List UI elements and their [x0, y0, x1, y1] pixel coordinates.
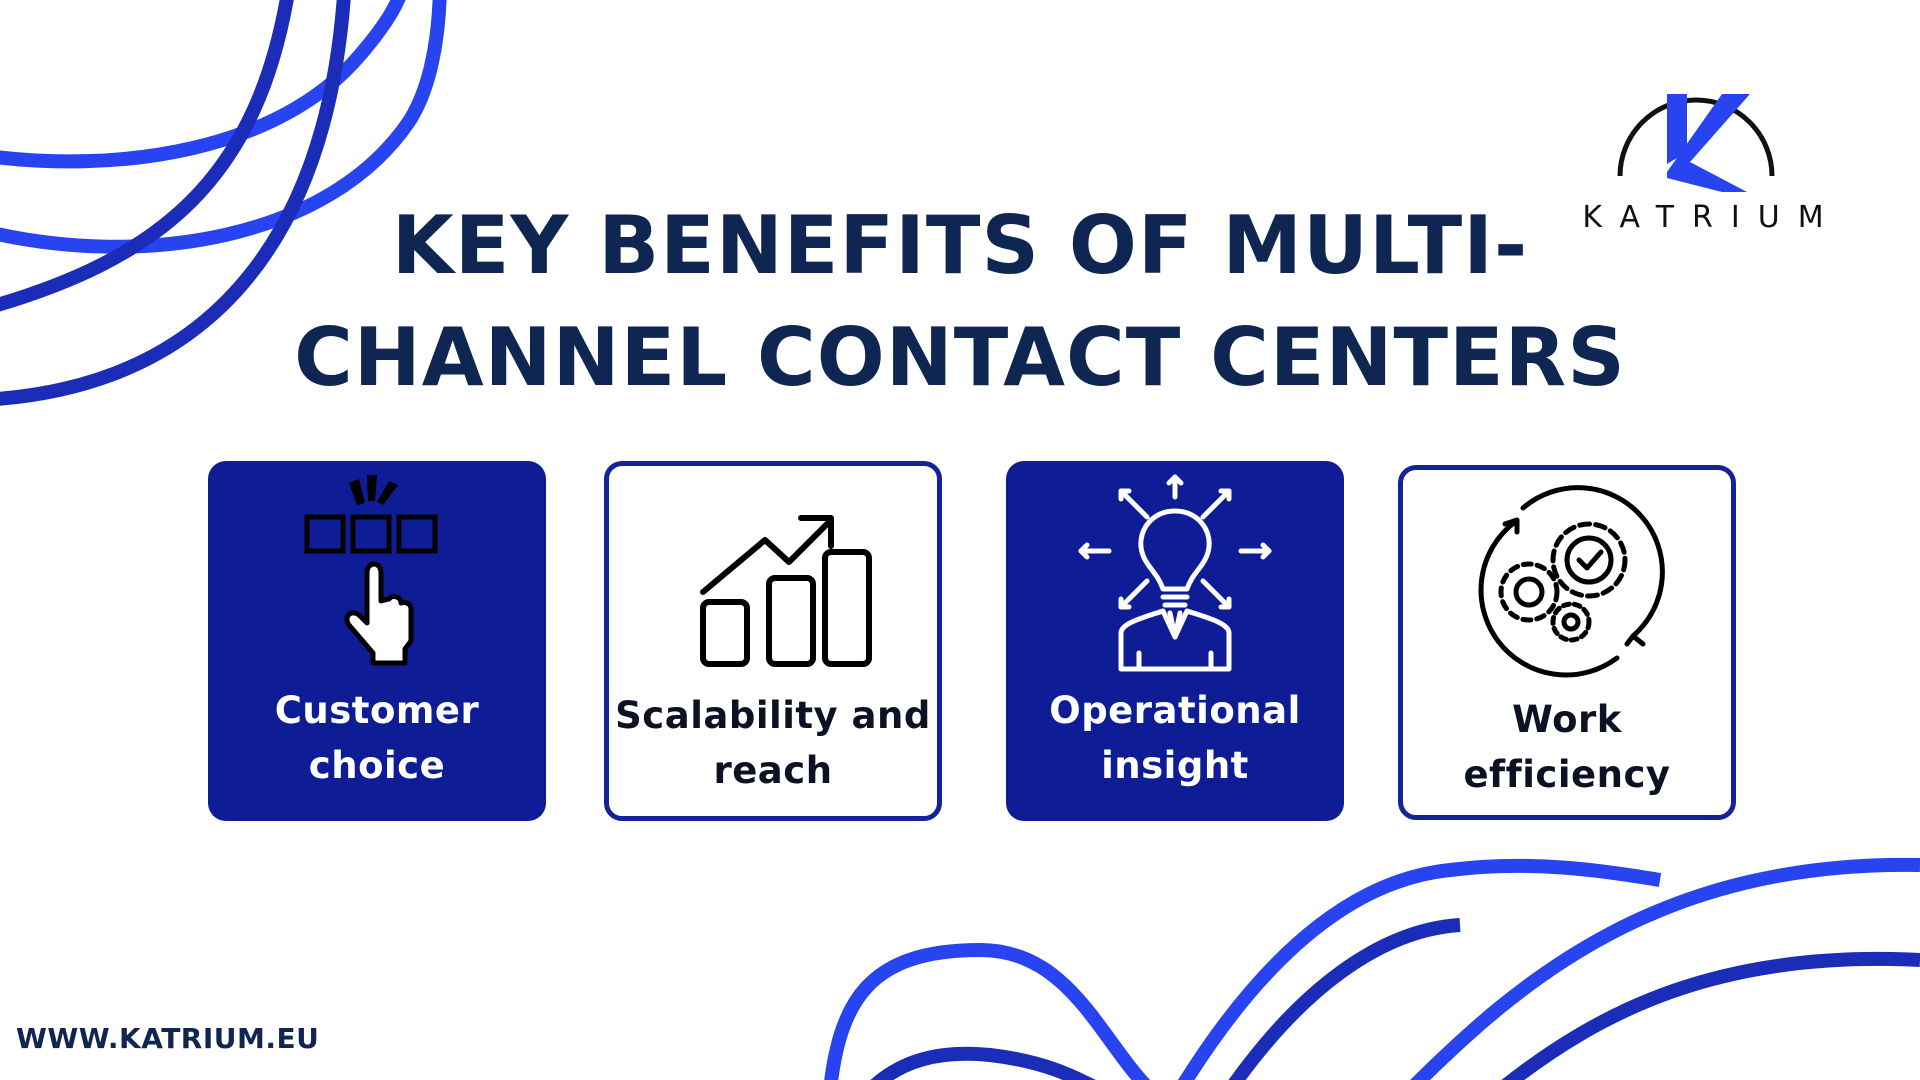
page-title: KEY BENEFITS OF MULTI- CHANNEL CONTACT C… [260, 190, 1660, 414]
logo-k-stem [1667, 94, 1687, 164]
website-link[interactable]: WWW.KATRIUM.EU [16, 1022, 320, 1055]
card-label: Operational insight [1049, 689, 1301, 787]
logo-wordmark: KATRIUM [1582, 200, 1842, 235]
benefit-card-operational-insight: Operational insight [1006, 461, 1344, 821]
card-label: Scalability and reach [615, 694, 931, 792]
lightbulb-person-icon [1078, 474, 1272, 672]
benefit-card-scalability: Scalability and reach [604, 461, 942, 821]
card-label: Work efficiency [1463, 698, 1671, 796]
hand-pointer-choice-icon [304, 475, 438, 666]
title-line-2: CHANNEL CONTACT CENTERS [294, 311, 1626, 404]
card-label: Customer choice [274, 689, 480, 787]
title-line-1: KEY BENEFITS OF MULTI- [391, 199, 1529, 292]
gears-cycle-icon [1478, 485, 1665, 678]
benefit-card-work-efficiency: Work efficiency [1398, 465, 1736, 820]
benefit-card-customer-choice: Customer choice [208, 461, 546, 821]
bar-chart-growth-icon [700, 515, 872, 667]
katrium-logo [1617, 94, 1775, 192]
logo-k-arms [1667, 94, 1750, 192]
